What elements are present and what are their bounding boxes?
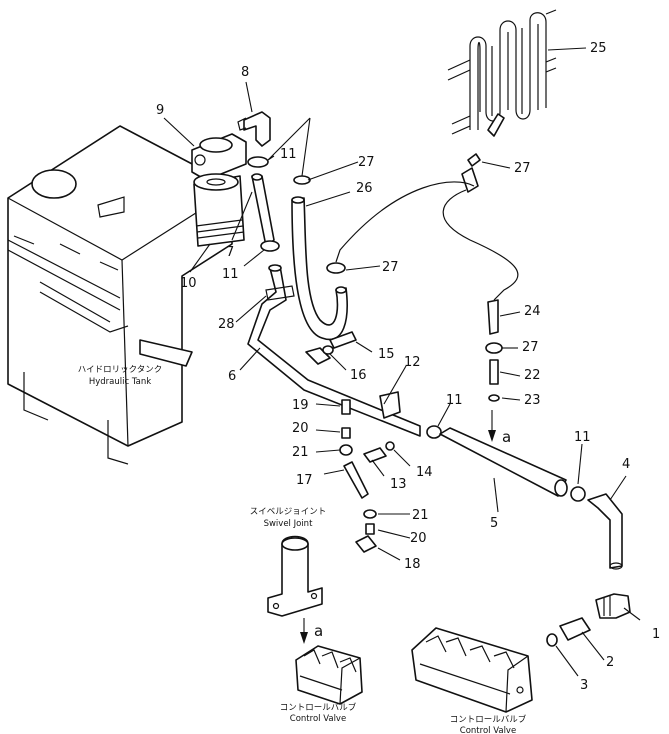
control-valve-left-label-jp: コントロールバルブ (280, 702, 357, 713)
swivel-joint (267, 535, 323, 617)
callout-3: 3 (580, 678, 588, 693)
callout-11-right: 11 (574, 430, 591, 445)
nut-21-upper (339, 444, 353, 456)
bolt-15 (329, 331, 357, 349)
washer-14 (385, 441, 395, 451)
callout-19: 19 (292, 398, 309, 413)
tube-17 (343, 461, 369, 499)
hose-5 (439, 427, 568, 497)
hydraulic-tank (7, 125, 233, 465)
callout-5: 5 (490, 516, 498, 531)
callout-17: 17 (296, 473, 313, 488)
callout-8: 8 (241, 65, 249, 80)
o-ring-3 (546, 633, 558, 647)
clamp-11-lower (260, 240, 280, 252)
heater-hose (442, 189, 519, 301)
callout-28: 28 (218, 317, 235, 332)
callout-21-lower: 21 (412, 508, 429, 523)
callout-21-upper: 21 (292, 445, 309, 460)
adapter-2 (559, 617, 591, 641)
callout-11-mid: 11 (446, 393, 463, 408)
washer-16 (322, 345, 334, 355)
heater-tube-25 (447, 9, 557, 193)
fitting-20-upper (341, 427, 351, 439)
callout-12: 12 (404, 355, 421, 370)
callout-24: 24 (524, 304, 541, 319)
callout-1: 1 (652, 627, 660, 642)
clamp-11-upper (247, 156, 269, 168)
tube-4 (587, 493, 623, 570)
clamp-27-lower (485, 342, 503, 354)
clamp-11-right (570, 486, 586, 502)
callout-4: 4 (622, 457, 630, 472)
nut-21-lower (363, 509, 377, 519)
callout-27-d: 27 (522, 340, 539, 355)
control-valve-left-label-en: Control Valve (290, 714, 346, 724)
callout-13: 13 (390, 477, 407, 492)
callout-11-left: 11 (222, 267, 239, 282)
hydraulic-tank-label-en: Hydraulic Tank (89, 377, 151, 387)
swivel-joint-label-en: Swivel Joint (264, 519, 313, 529)
callout-25: 25 (590, 41, 607, 56)
clamp-27-mid (326, 262, 346, 274)
hose-7 (251, 173, 275, 247)
callout-26: 26 (356, 181, 373, 196)
filter-cartridge (193, 173, 245, 247)
hose-26 (291, 196, 348, 341)
callout-11-top: 11 (280, 147, 297, 162)
callout-27-a: 27 (358, 155, 375, 170)
control-valve-right (411, 627, 533, 713)
arrow-a-top-label: a (502, 428, 511, 446)
fitting-24 (487, 299, 499, 335)
callout-16: 16 (350, 368, 367, 383)
control-valve-right-label-jp: コントロールバルブ (450, 714, 527, 725)
arrow-a-bottom (300, 618, 308, 644)
fitting-1 (595, 593, 631, 619)
arrow-a-bottom-label: a (314, 622, 323, 640)
callout-20-upper: 20 (292, 421, 309, 436)
callout-22: 22 (524, 368, 541, 383)
callout-23: 23 (524, 393, 541, 408)
fitting-19 (341, 399, 351, 415)
callout-18: 18 (404, 557, 421, 572)
o-ring-23 (488, 394, 500, 402)
elbow-18 (355, 535, 377, 553)
hydraulic-tank-label-jp: ハイドロリックタンク (78, 365, 163, 375)
callout-6: 6 (228, 369, 236, 384)
leader-lines (163, 47, 641, 677)
clamp-11-mid (426, 425, 442, 439)
callout-15: 15 (378, 347, 395, 362)
swivel-joint-label-jp: スイベルジョイント (250, 507, 327, 517)
fitting-20-lower (365, 523, 375, 535)
callout-9: 9 (156, 103, 164, 118)
arrow-a-top (488, 410, 496, 442)
heater-hose-return (335, 181, 475, 263)
elbow-fitting-8 (237, 111, 271, 147)
nipple-22 (489, 359, 499, 385)
filter-head (191, 133, 247, 181)
callout-14: 14 (416, 465, 433, 480)
callout-10: 10 (180, 276, 197, 291)
callout-2: 2 (606, 655, 614, 670)
bolt-13 (363, 447, 387, 463)
callout-20-lower: 20 (410, 531, 427, 546)
callout-27-c: 27 (382, 260, 399, 275)
callout-numbers: 1 2 3 4 5 6 7 8 9 10 11 11 11 11 12 13 1… (156, 41, 660, 693)
control-valve-left (295, 645, 363, 705)
callout-7: 7 (226, 245, 234, 260)
clamp-27-upper (293, 175, 311, 185)
control-valve-right-label-en: Control Valve (460, 726, 516, 734)
callout-27-b: 27 (514, 161, 531, 176)
